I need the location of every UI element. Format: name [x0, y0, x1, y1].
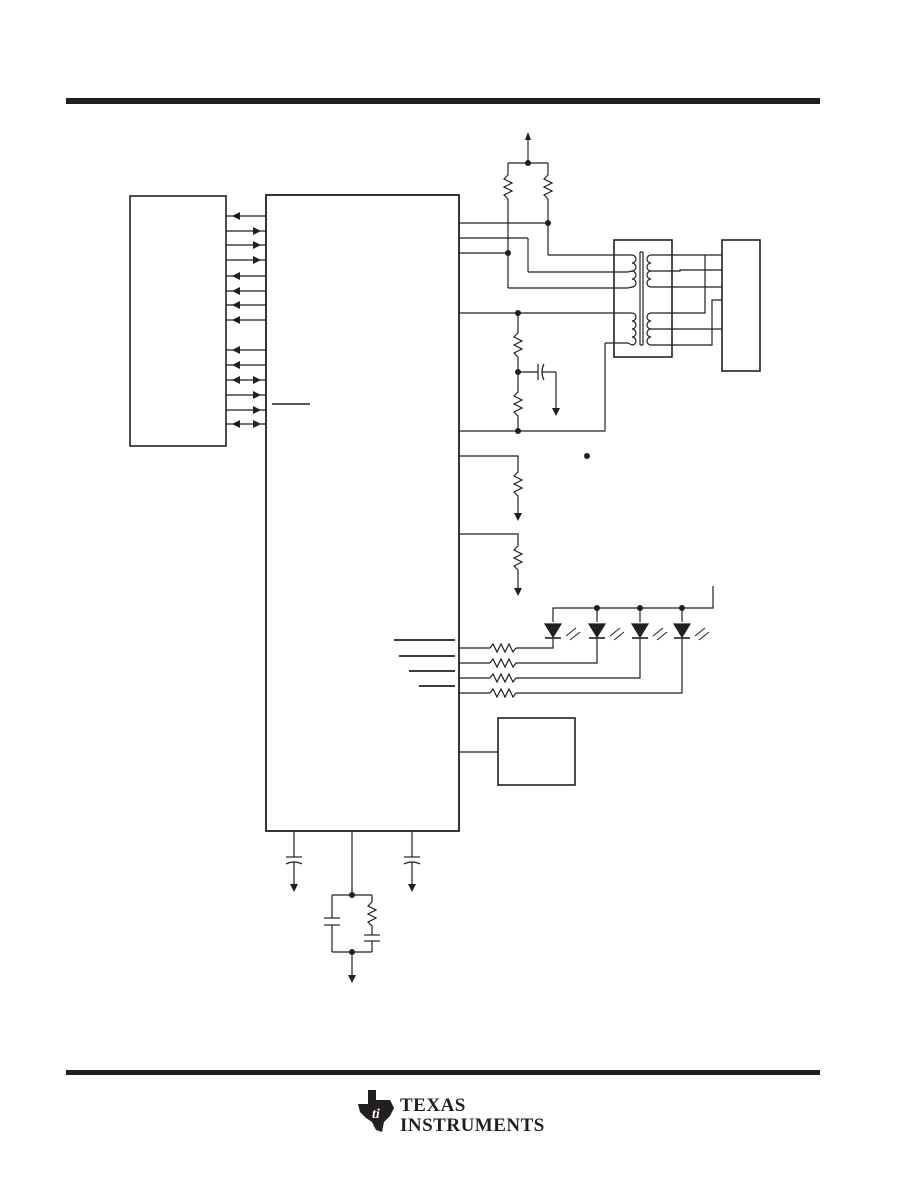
ti-wordmark: TEXAS INSTRUMENTS	[400, 1096, 545, 1136]
pulldown-resistor-1	[459, 455, 524, 521]
auxiliary-block	[497, 717, 576, 786]
brand-line-2: INSTRUMENTS	[400, 1115, 545, 1136]
pullup-resistor-2	[542, 174, 554, 200]
mac-controller-block	[129, 195, 227, 447]
texas-state-ti-icon: ti	[358, 1090, 394, 1132]
svg-text:ti: ti	[372, 1107, 380, 1122]
junction-dots	[349, 160, 685, 955]
pulldown-resistor-2	[459, 533, 524, 596]
reference-dot	[584, 453, 590, 459]
header-rule	[66, 98, 820, 104]
isolation-transformer	[613, 239, 673, 358]
rx-termination	[459, 312, 628, 432]
brand-line-1: TEXAS	[400, 1095, 466, 1116]
termination-resistor-2	[512, 391, 524, 417]
line-side-wiring	[651, 254, 722, 346]
phy-ic-block	[265, 194, 460, 832]
tx-pair-wiring	[459, 222, 628, 289]
bus-arrowheads	[232, 212, 261, 428]
decoupling-left	[285, 831, 303, 892]
ti-logo: ti TEXAS INSTRUMENTS	[356, 1086, 544, 1142]
rj45-connector-block	[721, 239, 761, 372]
led-driver-network	[394, 586, 714, 699]
loop-filter	[324, 831, 380, 983]
pullup-resistor-1	[502, 174, 514, 200]
footer-rule	[66, 1070, 820, 1075]
termination-resistor-1	[512, 332, 524, 358]
decoupling-right	[403, 831, 421, 892]
supply-pullups	[502, 132, 554, 288]
